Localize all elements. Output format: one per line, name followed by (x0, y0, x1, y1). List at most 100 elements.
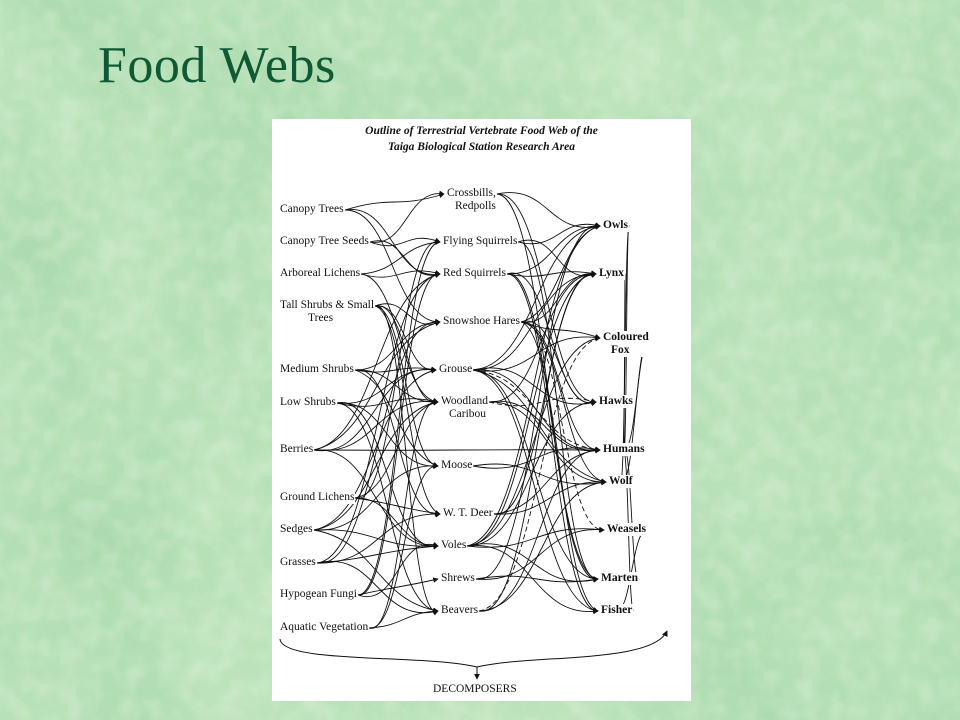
figure-title-line1: Outline of Terrestrial Vertebrate Food W… (365, 125, 598, 137)
link-red-squirrels-to-marten (506, 273, 599, 583)
node-weasels: Weasels (606, 523, 647, 536)
link-snowshoe-hares-to-fisher (520, 321, 599, 613)
link-voles-to-hawks (466, 399, 597, 547)
node-label-line2: Caribou (449, 408, 487, 420)
link-grouse-to-marten (472, 369, 599, 582)
link-hypogean-fungi-to-red-squirrels (357, 270, 441, 596)
node-decomposers: DECOMPOSERS (432, 683, 518, 696)
link-shrews-to-marten (475, 575, 599, 583)
node-label: Red Squirrels (443, 267, 506, 279)
node-label: Flying Squirrels (443, 235, 518, 247)
node-label: Coloured (603, 331, 649, 343)
link-arboreal-lichens-to-red-squirrels (360, 270, 441, 278)
link-grasses-to-beavers (316, 560, 439, 615)
link-medium-shrubs-to-snowshoe-hares (354, 319, 441, 371)
link-shrews-to-owls (475, 222, 601, 580)
node-canopy-trees: Canopy Trees (279, 203, 345, 216)
node-wolf: Wolf (608, 475, 634, 488)
link-grouse-to-coloured-fox (472, 334, 601, 372)
node-label: Wolf (609, 475, 633, 487)
link-voles-to-coloured-fox (466, 335, 601, 547)
node-beavers: Beavers (440, 604, 480, 617)
node-humans: Humans (602, 443, 646, 456)
link-grouse-to-lynx (472, 271, 597, 371)
link-caribou-to-humans (488, 400, 601, 454)
link-sedges-to-moose (313, 463, 439, 531)
link-flying-squirrels-to-marten (517, 241, 599, 583)
link-aquatic-vegetation-to-caribou (368, 397, 439, 629)
link-crossbills-to-hawks (496, 193, 597, 406)
link-flying-squirrels-to-owls (517, 222, 601, 245)
link-tall-shrubs-to-moose (374, 305, 439, 469)
node-label: Lynx (599, 267, 624, 279)
link-canopy-tree-seeds-to-red-squirrels (369, 240, 441, 278)
node-label: Hawks (599, 395, 633, 407)
link-sedges-to-voles (313, 529, 439, 549)
node-label-line2: Trees (308, 312, 334, 324)
decomposer-brace (279, 630, 668, 668)
link-grasses-to-snowshoe-hares (316, 318, 441, 564)
food-web-links (279, 190, 668, 680)
node-label: W. T. Deer (443, 507, 493, 519)
link-voles-to-lynx (466, 271, 597, 547)
link-canopy-tree-seeds-to-flying-squirrels (369, 237, 441, 247)
link-berries-to-caribou (313, 398, 439, 452)
node-red-squirrels: Red Squirrels (442, 267, 507, 280)
node-crossbills: Crossbills,Redpolls (446, 187, 497, 213)
node-low-shrubs: Low Shrubs (279, 396, 337, 409)
link-berries-to-red-squirrels (313, 272, 441, 451)
link-wt-deer-to-wolf (493, 479, 607, 515)
link-snowshoe-hares-to-weasels (520, 321, 605, 534)
link-tall-shrubs-to-snowshoe-hares (374, 303, 441, 327)
node-label: Marten (601, 572, 639, 584)
link-berries-to-snowshoe-hares (313, 320, 441, 451)
node-label: Canopy Trees (280, 203, 344, 215)
link-canopy-tree-seeds-to-crossbills (369, 190, 445, 243)
link-arboreal-lichens-to-caribou (360, 273, 439, 405)
node-label: Shrews (441, 572, 475, 584)
node-label: Voles (441, 539, 467, 551)
link-ground-lichens-to-wt-deer (354, 497, 441, 517)
link-canopy-trees-to-snowshoe-hares (344, 209, 441, 325)
link-low-shrubs-to-voles (336, 402, 439, 550)
link-red-squirrels-to-lynx (506, 270, 597, 277)
link-tall-shrubs-to-wt-deer (374, 305, 441, 516)
link-caribou-to-lynx (488, 270, 597, 403)
link-canopy-trees-to-crossbills (344, 192, 445, 211)
node-label: Aquatic Vegetation (280, 621, 369, 633)
node-hawks: Hawks (598, 395, 634, 408)
node-label: Woodland (441, 395, 488, 407)
node-sedges: Sedges (279, 523, 314, 536)
node-label: Fisher (601, 604, 633, 616)
node-fisher: Fisher (600, 604, 634, 617)
node-shrews: Shrews (440, 572, 476, 585)
food-web-figure: Outline of Terrestrial Vertebrate Food W… (272, 119, 691, 701)
node-label: Humans (603, 443, 645, 455)
node-hypogean-fungi: Hypogean Fungi (279, 588, 358, 601)
node-label: Medium Shrubs (280, 363, 354, 375)
link-grouse-to-wolf (472, 369, 607, 484)
node-label: Weasels (607, 523, 646, 535)
node-flying-squirrels: Flying Squirrels (442, 235, 519, 248)
link-tall-shrubs-to-beavers (374, 305, 439, 616)
node-label: Owls (603, 219, 628, 231)
link-medium-shrubs-to-wt-deer (354, 369, 441, 518)
node-label: Crossbills, (447, 187, 496, 199)
link-beavers-to-coloured-fox (478, 336, 601, 612)
link-berries-to-grouse (313, 366, 437, 452)
node-marten: Marten (600, 572, 640, 585)
node-label: Low Shrubs (280, 396, 336, 408)
link-berries-to-humans (313, 447, 601, 453)
node-lynx: Lynx (598, 267, 625, 280)
link-arboreal-lichens-to-flying-squirrels (360, 239, 441, 275)
node-label: Tall Shrubs & Small (280, 299, 375, 311)
node-label: Hypogean Fungi (280, 588, 357, 600)
link-beavers-to-humans (478, 447, 601, 612)
link-red-squirrels-to-owls (506, 223, 601, 275)
link-snowshoe-hares-to-hawks (520, 320, 597, 407)
link-sedges-to-caribou (313, 400, 439, 531)
link-grouse-to-hawks (472, 367, 597, 406)
node-voles: Voles (440, 539, 468, 552)
